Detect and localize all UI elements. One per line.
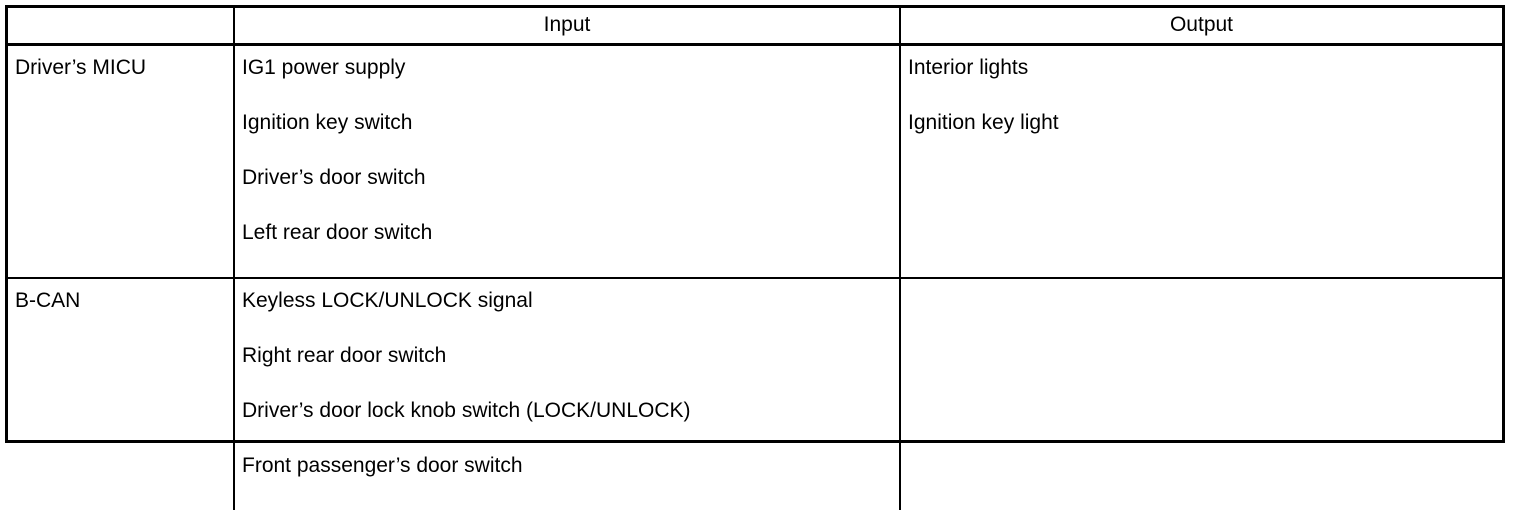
- list-item: Left rear door switch: [242, 220, 433, 244]
- list-item: Ignition key switch: [242, 110, 413, 134]
- list-item: Front passenger’s door switch: [242, 453, 523, 477]
- list-item: Ignition key light: [908, 110, 1059, 134]
- column-header-source: [8, 8, 235, 46]
- input-output-table: Input Output Driver’s MICU IG1 power sup…: [8, 8, 1502, 510]
- list-item: Right rear door switch: [242, 343, 447, 367]
- cell-output-micu: Interior lights Ignition key light: [900, 44, 1502, 279]
- cell-input-micu: IG1 power supply Ignition key switch Dri…: [234, 44, 901, 279]
- cell-output-bcan: [900, 278, 1502, 510]
- source-label: Driver’s MICU: [15, 55, 147, 79]
- table-row: Driver’s MICU IG1 power supply Ignition …: [8, 44, 1502, 279]
- list-item: Interior lights: [908, 55, 1029, 79]
- cell-source-micu: Driver’s MICU: [8, 44, 235, 279]
- table-row: B-CAN Keyless LOCK/UNLOCK signal Right r…: [8, 277, 1502, 510]
- cell-source-bcan: B-CAN: [8, 277, 235, 510]
- list-item: Keyless LOCK/UNLOCK signal: [242, 288, 533, 312]
- table-header-row: Input Output: [8, 8, 1502, 46]
- cell-input-bcan: Keyless LOCK/UNLOCK signal Right rear do…: [234, 277, 901, 510]
- column-header-input: Input: [234, 8, 901, 46]
- list-item: Driver’s door switch: [242, 165, 426, 189]
- source-label: B-CAN: [15, 288, 81, 312]
- io-table-container: Input Output Driver’s MICU IG1 power sup…: [5, 5, 1505, 510]
- list-item: Driver’s door lock knob switch (LOCK/UNL…: [242, 398, 691, 422]
- list-item: IG1 power supply: [242, 55, 406, 79]
- column-header-output: Output: [900, 8, 1502, 46]
